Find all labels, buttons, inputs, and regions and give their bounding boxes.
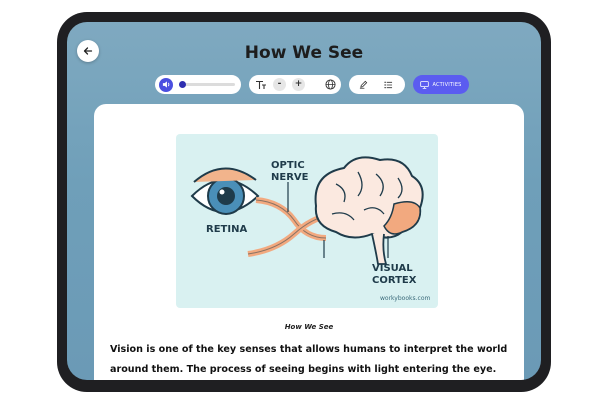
illustration-svg: OPTIC NERVE RETINA VISUAL CORTEX workybo… bbox=[190, 156, 430, 302]
audio-progress-knob[interactable] bbox=[179, 81, 186, 88]
retina-label: RETINA bbox=[206, 224, 247, 235]
back-button[interactable] bbox=[77, 40, 99, 62]
increase-text-button[interactable]: + bbox=[292, 78, 305, 91]
monitor-icon bbox=[420, 80, 430, 89]
activities-button[interactable]: ACTIVITIES bbox=[413, 75, 469, 94]
audio-progress-slider[interactable] bbox=[179, 81, 235, 88]
tablet-frame: How We See - + bbox=[57, 12, 551, 392]
list-icon bbox=[384, 81, 393, 88]
text-toolbar: - + bbox=[249, 75, 341, 94]
app-screen: How We See - + bbox=[67, 22, 541, 380]
activities-label: ACTIVITIES bbox=[432, 81, 462, 88]
globe-icon bbox=[325, 79, 336, 90]
volume-icon bbox=[162, 81, 169, 88]
edit-toolbar bbox=[349, 75, 405, 94]
watermark-text: workybooks.com bbox=[380, 295, 430, 302]
cortex-label: CORTEX bbox=[372, 275, 417, 286]
brain-drawing bbox=[314, 156, 424, 265]
list-button[interactable] bbox=[384, 81, 393, 89]
eye-brain-illustration: OPTIC NERVE RETINA VISUAL CORTEX workybo… bbox=[176, 134, 438, 308]
language-button[interactable] bbox=[325, 79, 336, 90]
decrease-text-button[interactable]: - bbox=[273, 78, 286, 91]
article-body: Vision is one of the key senses that all… bbox=[110, 344, 508, 375]
figure-caption: How We See bbox=[284, 323, 334, 331]
reading-card: OPTIC NERVE RETINA VISUAL CORTEX workybo… bbox=[94, 104, 524, 380]
eye-drawing bbox=[190, 167, 260, 215]
arrow-left-icon bbox=[83, 47, 93, 55]
text-size-button[interactable] bbox=[255, 80, 267, 90]
optic-label-2: NERVE bbox=[271, 172, 309, 183]
pen-icon bbox=[359, 80, 368, 89]
volume-button[interactable] bbox=[159, 77, 173, 92]
highlight-button[interactable] bbox=[359, 80, 368, 89]
visual-label: VISUAL bbox=[372, 263, 413, 274]
audio-toolbar bbox=[155, 75, 241, 94]
text-size-icon bbox=[256, 80, 266, 89]
page-title: How We See bbox=[244, 43, 364, 63]
optic-label-1: OPTIC bbox=[271, 160, 305, 171]
